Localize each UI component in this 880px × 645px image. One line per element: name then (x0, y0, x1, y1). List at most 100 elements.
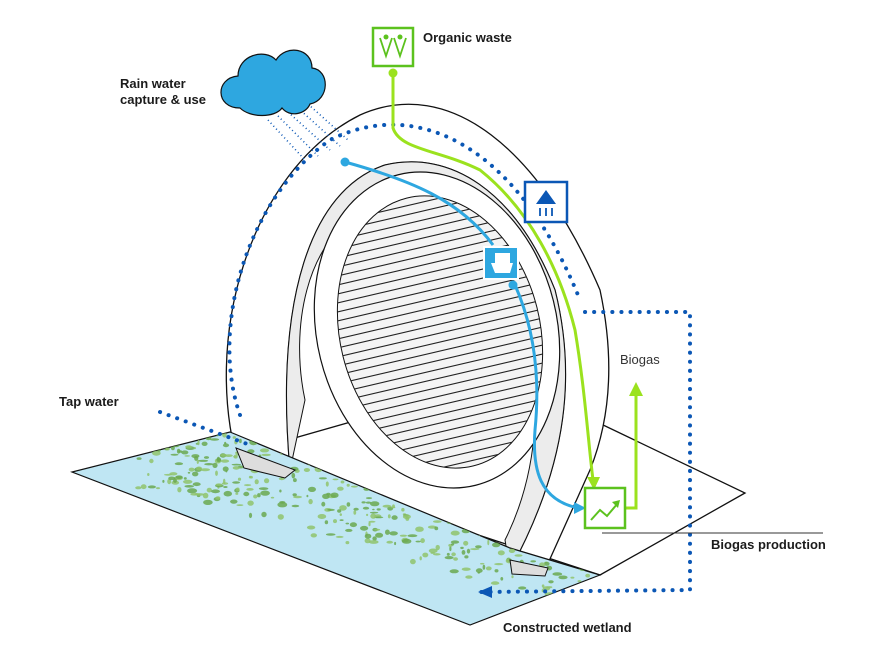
vegetation-speck (494, 563, 504, 566)
vegetation-speck (451, 543, 455, 546)
vegetation-speck (376, 508, 381, 511)
vegetation-speck (257, 493, 261, 498)
vegetation-speck (492, 542, 501, 548)
vegetation-speck (209, 438, 220, 441)
vegetation-speck (247, 449, 255, 454)
vegetation-speck (434, 526, 439, 531)
vegetation-speck (340, 480, 345, 484)
vegetation-speck (178, 412, 181, 414)
vegetation-speck (194, 455, 199, 461)
vegetation-speck (318, 477, 327, 480)
vegetation-speck (385, 529, 390, 535)
vegetation-speck (345, 528, 353, 532)
vegetation-speck (193, 447, 196, 450)
vegetation-speck (402, 514, 411, 519)
vegetation-speck (539, 562, 546, 567)
biogas-arrowhead (629, 382, 643, 396)
vegetation-speck (335, 535, 344, 538)
vegetation-speck (134, 423, 144, 425)
vegetation-speck (144, 446, 152, 451)
vegetation-speck (581, 593, 586, 597)
vegetation-speck (171, 413, 174, 415)
vegetation-speck (190, 492, 199, 496)
vegetation-speck (261, 453, 271, 457)
rain-streaks (267, 103, 349, 161)
vegetation-speck (466, 548, 471, 554)
vegetation-speck (346, 483, 350, 487)
vegetation-speck (139, 421, 149, 424)
vegetation-speck (212, 462, 218, 468)
vegetation-speck (306, 494, 309, 498)
vegetation-speck (435, 544, 440, 551)
vegetation-speck (368, 540, 379, 544)
vegetation-speck (187, 488, 198, 494)
window-stripe (319, 304, 561, 362)
vegetation-speck (368, 520, 376, 523)
vegetation-speck (391, 515, 398, 520)
vegetation-speck (345, 541, 350, 545)
vegetation-speck (156, 487, 160, 490)
vegetation-speck (233, 456, 237, 458)
vegetation-speck (530, 560, 537, 563)
vegetation-speck (215, 496, 221, 500)
biogas-label: Biogas (620, 352, 660, 367)
vegetation-speck (487, 539, 490, 546)
vegetation-speck (366, 513, 369, 517)
vegetation-speck (185, 445, 193, 449)
vegetation-speck (303, 468, 310, 472)
vegetation-speck (585, 595, 594, 597)
biogas-digester-icon (583, 486, 627, 530)
vegetation-speck (239, 438, 242, 444)
vegetation-speck (541, 584, 545, 588)
vegetation-speck (407, 534, 418, 538)
water-flow-arrowhead (574, 502, 586, 514)
vegetation-speck (155, 422, 163, 427)
vegetation-speck (463, 540, 469, 546)
vegetation-speck (420, 538, 425, 544)
biogas-output-line (625, 395, 638, 510)
vegetation-speck (135, 486, 142, 490)
vegetation-speck (235, 492, 239, 495)
vegetation-speck (146, 408, 152, 413)
vegetation-speck (475, 568, 483, 573)
vegetation-speck (339, 513, 342, 516)
vegetation-speck (195, 415, 201, 418)
vegetation-speck (177, 439, 180, 444)
vegetation-speck (449, 569, 459, 574)
rain-water-dotted-line (227, 122, 582, 417)
vegetation-speck (370, 513, 377, 519)
vegetation-speck (231, 463, 242, 466)
window-stripe (319, 295, 561, 353)
vegetation-speck (172, 409, 176, 411)
left-leg-base (235, 447, 297, 479)
vegetation-speck (453, 557, 458, 561)
vegetation-speck (134, 432, 144, 435)
vegetation-speck (494, 569, 499, 573)
vegetation-speck (427, 525, 437, 529)
vegetation-speck (465, 575, 473, 579)
vegetation-speck (176, 448, 181, 454)
vegetation-speck (188, 467, 195, 472)
vegetation-speck (232, 436, 236, 439)
vegetation-speck (220, 453, 228, 457)
vegetation-speck (460, 546, 464, 550)
vegetation-speck (222, 432, 227, 438)
vegetation-speck (422, 552, 429, 558)
vegetation-speck (205, 424, 214, 427)
vegetation-speck (310, 533, 317, 538)
vegetation-speck (192, 482, 201, 487)
vegetation-speck (246, 488, 254, 491)
vegetation-speck (360, 525, 369, 531)
vegetation-speck (369, 511, 379, 514)
vegetation-speck (433, 520, 442, 523)
vegetation-speck (187, 420, 192, 425)
vegetation-speck (167, 478, 172, 485)
vegetation-speck (182, 412, 189, 417)
vegetation-speck (196, 459, 199, 464)
vegetation-speck (433, 553, 441, 556)
vegetation-speck (192, 432, 197, 433)
vegetation-speck (185, 416, 190, 419)
vegetation-speck (165, 447, 170, 451)
vegetation-speck (197, 439, 200, 446)
vegetation-speck (518, 586, 527, 590)
